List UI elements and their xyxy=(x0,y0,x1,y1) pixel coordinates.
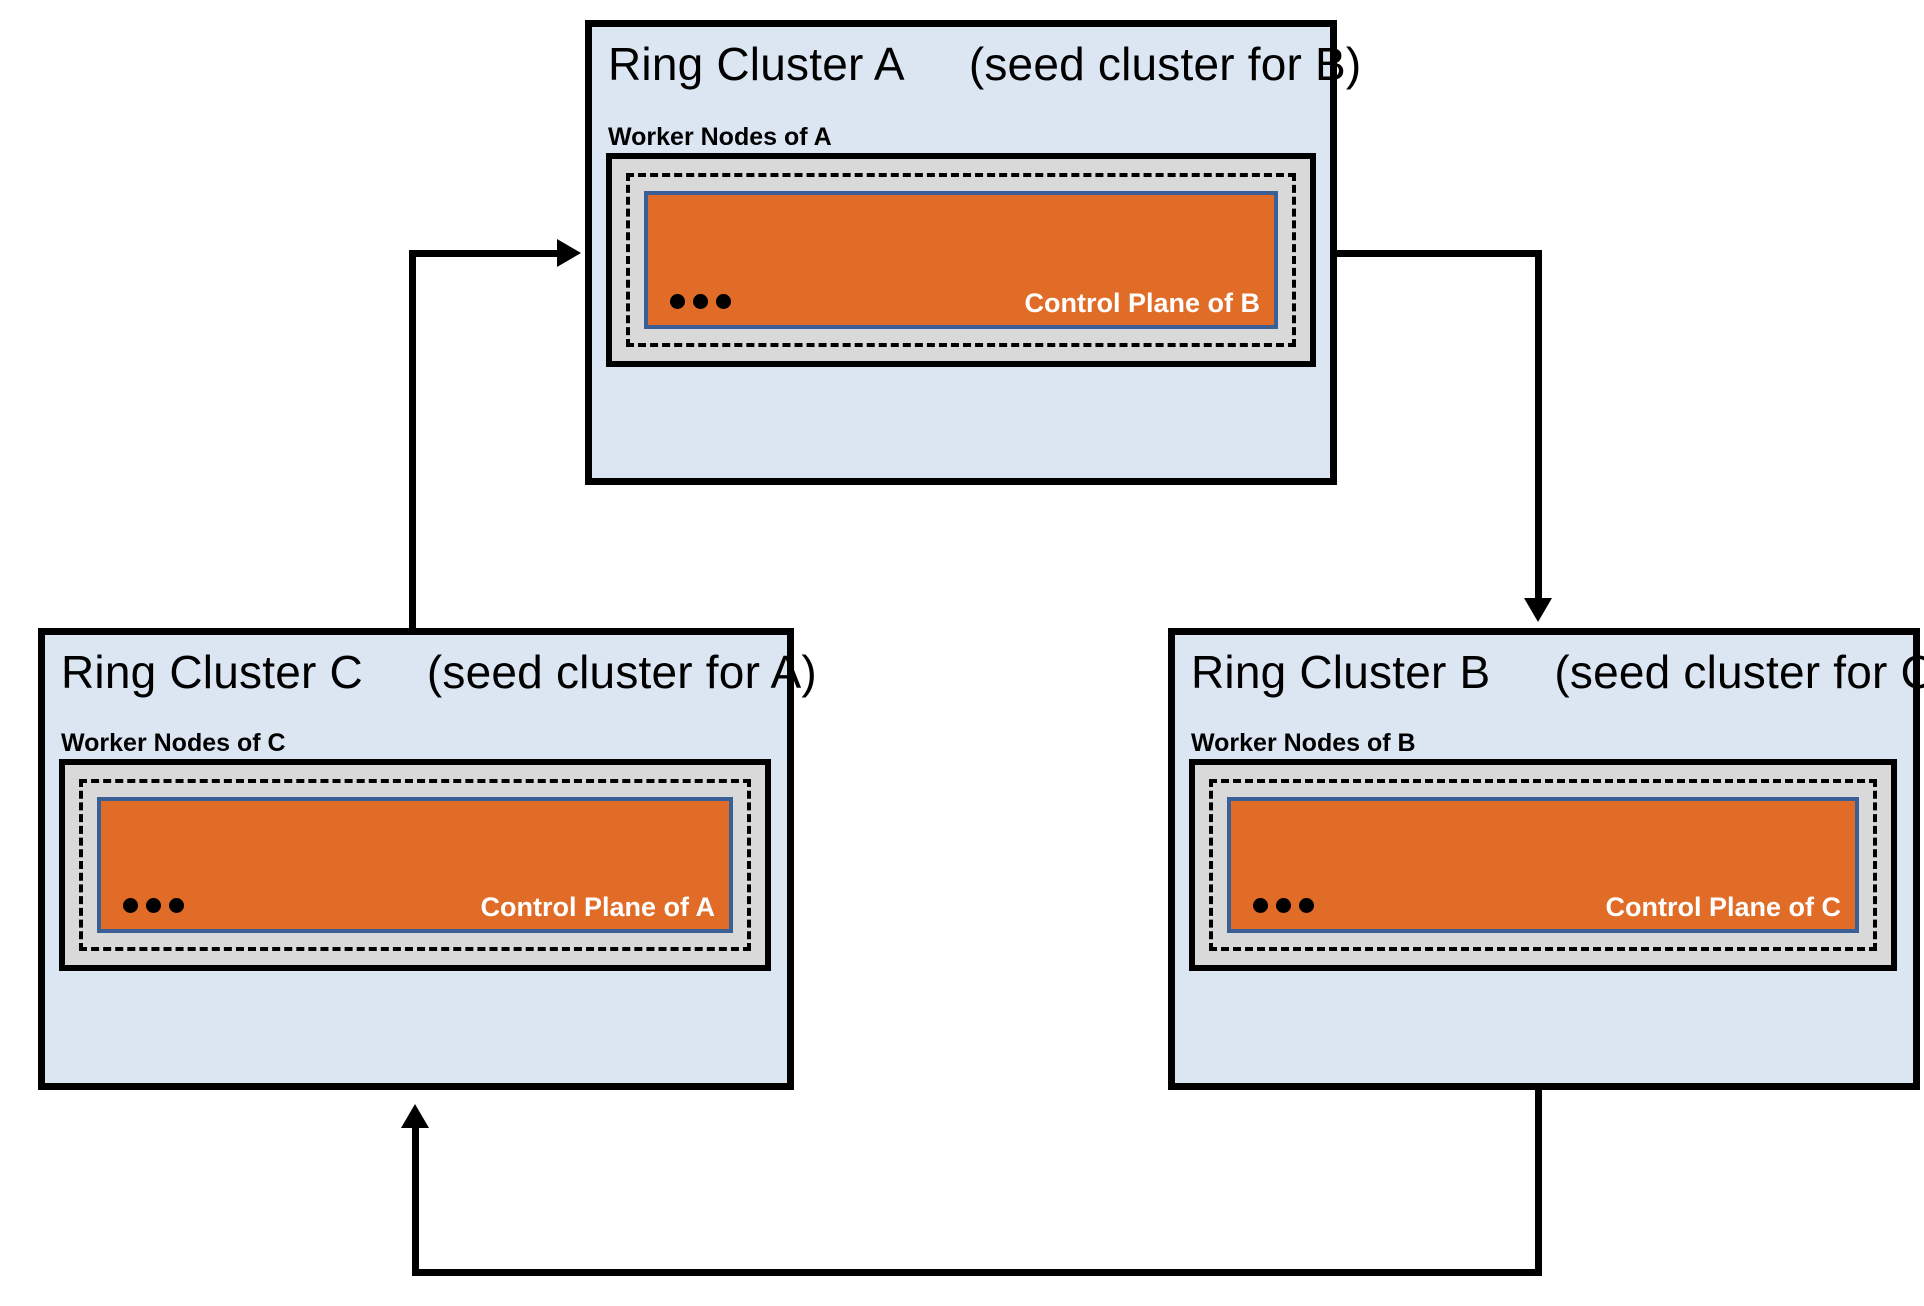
cluster-b-worker-label: Worker Nodes of B xyxy=(1191,729,1416,757)
cluster-b-title: Ring Cluster B (seed cluster for C) xyxy=(1191,649,1924,695)
cluster-c-control-plane-box[interactable]: Control Plane of A xyxy=(97,797,733,933)
cluster-c-dashed-boundary: Control Plane of A xyxy=(79,779,751,951)
cluster-b-ellipsis-dots xyxy=(1253,898,1314,913)
cluster-b[interactable]: Ring Cluster B (seed cluster for C) Worke… xyxy=(1168,628,1924,1090)
cluster-b-dashed-boundary: Control Plane of C xyxy=(1209,779,1877,951)
cluster-c-ellipsis-dots xyxy=(123,898,184,913)
cluster-c-title: Ring Cluster C (seed cluster for A) xyxy=(61,649,817,695)
cluster-a-control-plane-label: Control Plane of B xyxy=(1024,288,1261,318)
connector-a-to-b-horizontal xyxy=(1337,250,1542,257)
arrow-head-into-cluster-c xyxy=(401,1104,429,1128)
cluster-c-worker-box[interactable]: Control Plane of A xyxy=(59,759,771,971)
cluster-a-dashed-boundary: Control Plane of B xyxy=(626,173,1296,347)
cluster-a-ellipsis-dots xyxy=(670,294,731,309)
arrow-head-into-cluster-b xyxy=(1524,598,1552,622)
connector-b-to-c-horizontal xyxy=(412,1269,1542,1276)
connector-b-to-c-vertical-left xyxy=(412,1128,419,1276)
cluster-b-worker-box[interactable]: Control Plane of C xyxy=(1189,759,1897,971)
cluster-c-worker-label: Worker Nodes of C xyxy=(61,729,286,757)
cluster-c-seed-note: (seed cluster for A) xyxy=(426,646,817,698)
cluster-a[interactable]: Ring Cluster A (seed cluster for B) Worke… xyxy=(585,20,1361,485)
cluster-a-worker-box[interactable]: Control Plane of B xyxy=(606,153,1316,367)
cluster-a-seed-note: (seed cluster for B) xyxy=(968,38,1362,90)
cluster-b-title-text: Ring Cluster B xyxy=(1191,646,1491,698)
cluster-b-control-plane-label: Control Plane of C xyxy=(1605,892,1842,922)
cluster-b-seed-note: (seed cluster for C) xyxy=(1554,646,1924,698)
cluster-a-control-plane-box[interactable]: Control Plane of B xyxy=(644,191,1278,329)
cluster-b-control-plane-box[interactable]: Control Plane of C xyxy=(1227,797,1859,933)
arrow-head-into-cluster-a xyxy=(557,239,581,267)
cluster-c-control-plane-label: Control Plane of A xyxy=(480,892,716,922)
cluster-a-worker-label: Worker Nodes of A xyxy=(608,123,832,151)
cluster-c-title-text: Ring Cluster C xyxy=(61,646,363,698)
connector-b-to-c-vertical-right xyxy=(1535,1090,1542,1276)
cluster-a-title-text: Ring Cluster A xyxy=(608,38,905,90)
connector-c-to-a-horizontal xyxy=(409,250,559,257)
connector-c-to-a-vertical xyxy=(409,250,416,632)
cluster-c[interactable]: Ring Cluster C (seed cluster for A) Worke… xyxy=(38,628,817,1090)
connector-a-to-b-vertical xyxy=(1535,250,1542,600)
cluster-a-title: Ring Cluster A (seed cluster for B) xyxy=(608,41,1361,87)
